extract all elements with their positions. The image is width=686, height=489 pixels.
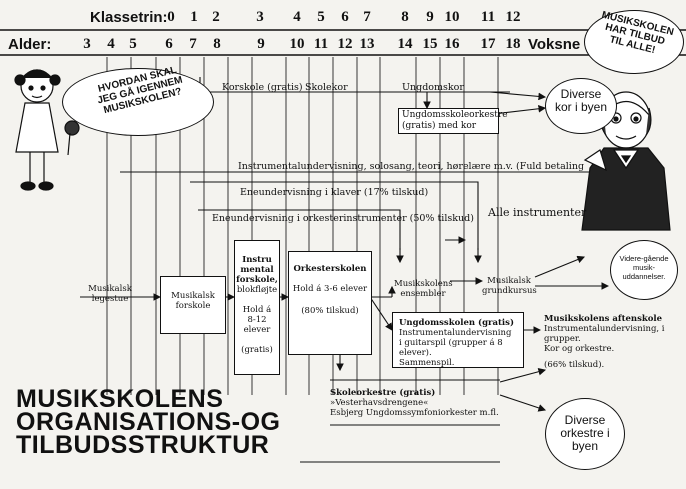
ungdomsskolen-line3: Sammenspil.	[399, 358, 455, 368]
grade-number: 6	[341, 9, 349, 25]
forskole-line1: Musikalsk	[171, 291, 215, 301]
instrumental-forskole-line	[235, 335, 279, 345]
age-number: 4	[107, 36, 115, 52]
aftenskole-line1: Instrumentalundervisning, i grupper.	[544, 324, 665, 344]
grade-number: 7	[363, 9, 371, 25]
orkesterskolen-title: Orkesterskolen	[293, 264, 367, 274]
ensembler-box: Musikskolens ensembler	[394, 279, 453, 303]
title-line2: ORGANISATIONS-OG	[16, 408, 281, 436]
instrumental-forskole-line: Hold á	[242, 305, 272, 315]
orkesterskolen-tilskud: (80% tilskud)	[301, 306, 359, 316]
forskole-box: Musikalsk forskole	[160, 276, 226, 334]
ensembler-line1: Musikskolens	[394, 279, 453, 289]
aftenskole-line3: (66% tilskud).	[544, 360, 605, 370]
skoleorkestre-line2: Esbjerg Ungdomssymfoniorkester m.fl.	[330, 408, 499, 418]
age-number: 18	[505, 36, 521, 52]
age-number: 12	[337, 36, 353, 52]
grade-number: 8	[401, 9, 409, 25]
ungdomsskolen-line1: Instrumentalundervisning	[399, 328, 512, 338]
ungdomskor-label: Ungdomskor	[402, 82, 464, 93]
grade-number: 1	[190, 9, 198, 25]
ungdomsskoleorkestre-line2: (gratis) med kor	[402, 121, 477, 131]
grundkursus-line2: grundkursus	[482, 286, 537, 296]
ensembler-line2: ensembler	[400, 289, 446, 299]
instrumental-forskole-line: blokfløjte	[236, 285, 278, 295]
grade-number: 4	[293, 9, 301, 25]
instrumental-forskole-line: (gratis)	[241, 345, 273, 355]
alle-instrumenter-label: Alle instrumenter	[488, 206, 587, 219]
instrumental-forskole-line: Instru	[242, 255, 272, 265]
legestue-line1: Musikalsk	[88, 284, 132, 294]
skolekor-label: Skolekor	[305, 82, 348, 93]
instrumental-stream-label: Instrumentalundervisning, solosang, teor…	[238, 161, 585, 172]
title-line1: MUSIKSKOLENS	[16, 385, 224, 413]
aftenskole-line2: Kor og orkestre.	[544, 344, 615, 354]
korskole-label: Korskole (gratis)	[222, 82, 303, 93]
grade-row-label: Klassetrin:	[90, 9, 168, 26]
ungdomsskolen-title: Ungdomsskolen (gratis)	[399, 318, 514, 328]
aftenskole-title: Musikskolens aftenskole	[544, 314, 663, 324]
videregaende-text: Videre-gående musik-uddannelser.	[619, 254, 669, 281]
grade-number: 11	[480, 9, 496, 25]
grade-number: 0	[167, 9, 175, 25]
grundkursus-line1: Musikalsk	[487, 276, 531, 286]
grade-number: 2	[212, 9, 220, 25]
age-number: 10	[289, 36, 305, 52]
grade-number: 5	[317, 9, 325, 25]
instrumental-forskole-line: forskole,	[236, 275, 278, 285]
diverse-orkestre-bubble: Diverse orkestre i byen	[545, 398, 625, 470]
age-number: 11	[313, 36, 329, 52]
instrumental-forskole-line: 8-12 elever	[243, 315, 271, 335]
age-number: 15	[422, 36, 438, 52]
skoleorkestre-title: Skoleorkestre (gratis)	[330, 388, 436, 398]
age-number: 13	[359, 36, 375, 52]
age-row-label: Alder:	[8, 36, 52, 53]
videregaende-bubble: Videre-gående musik-uddannelser.	[610, 240, 678, 300]
legestue-line2: legestue	[91, 294, 129, 304]
klaver-stream-label: Eneundervisning i klaver (17% tilskud)	[240, 187, 429, 198]
ungdomsskolen-box: Ungdomsskolen (gratis) Instrumentalunder…	[392, 312, 524, 368]
forskole-line2: forskole	[175, 301, 211, 311]
age-number: 14	[397, 36, 413, 52]
grundkursus-box: Musikalsk grundkursus	[482, 276, 537, 300]
skoleorkestre-block: Skoleorkestre (gratis) »Vesterhavsdrenge…	[330, 388, 499, 418]
orkesterskolen-hold: Hold á 3-6 elever	[292, 284, 368, 294]
grade-number: 10	[444, 9, 460, 25]
ungdomsskoleorkestre-line1: Ungdomsskoleorkestre	[402, 110, 508, 120]
ungdomsskolen-line2: i guitarspil (grupper á 8 elever).	[399, 338, 503, 358]
orkesterinstr-stream-label: Eneundervisning i orkesterinstrumenter (…	[212, 213, 474, 224]
ungdomsskoleorkestre-box: Ungdomsskoleorkestre (gratis) med kor	[398, 108, 508, 134]
skoleorkestre-line1: »Vesterhavsdrengene«	[330, 398, 429, 408]
adult-label: Voksne	[528, 36, 581, 53]
grade-number: 12	[505, 9, 521, 25]
instrumental-forskole-line	[235, 295, 279, 305]
age-number: 17	[480, 36, 496, 52]
orkesterskolen-box: Orkesterskolen Hold á 3-6 elever (80% ti…	[288, 251, 372, 355]
girl-illustration	[14, 69, 80, 191]
diagram-title: MUSIKSKOLENS ORGANISATIONS-OG TILBUDSSTR…	[16, 385, 281, 459]
girl-speech-bubble	[62, 68, 214, 136]
age-number: 16	[444, 36, 460, 52]
age-number: 7	[189, 36, 197, 52]
diverse-orkestre-text: Diverse orkestre i byen	[560, 413, 610, 453]
grade-number: 9	[426, 9, 434, 25]
age-number: 3	[83, 36, 91, 52]
man-speech-bubble	[584, 10, 684, 74]
age-number: 8	[213, 36, 221, 52]
age-number: 9	[257, 36, 265, 52]
age-number: 6	[165, 36, 173, 52]
diverse-kor-text: Diverse kor i byen	[554, 87, 608, 114]
title-line3: TILBUDSSTRUKTUR	[16, 431, 270, 459]
diverse-kor-bubble: Diverse kor i byen	[545, 78, 617, 134]
age-number: 5	[129, 36, 137, 52]
legestue-box: Musikalsk legestue	[83, 284, 137, 312]
grade-number: 3	[256, 9, 264, 25]
instrumental-forskole-line: mental	[240, 265, 274, 275]
aftenskole-box: Musikskolens aftenskole Instrumentalunde…	[540, 310, 684, 370]
